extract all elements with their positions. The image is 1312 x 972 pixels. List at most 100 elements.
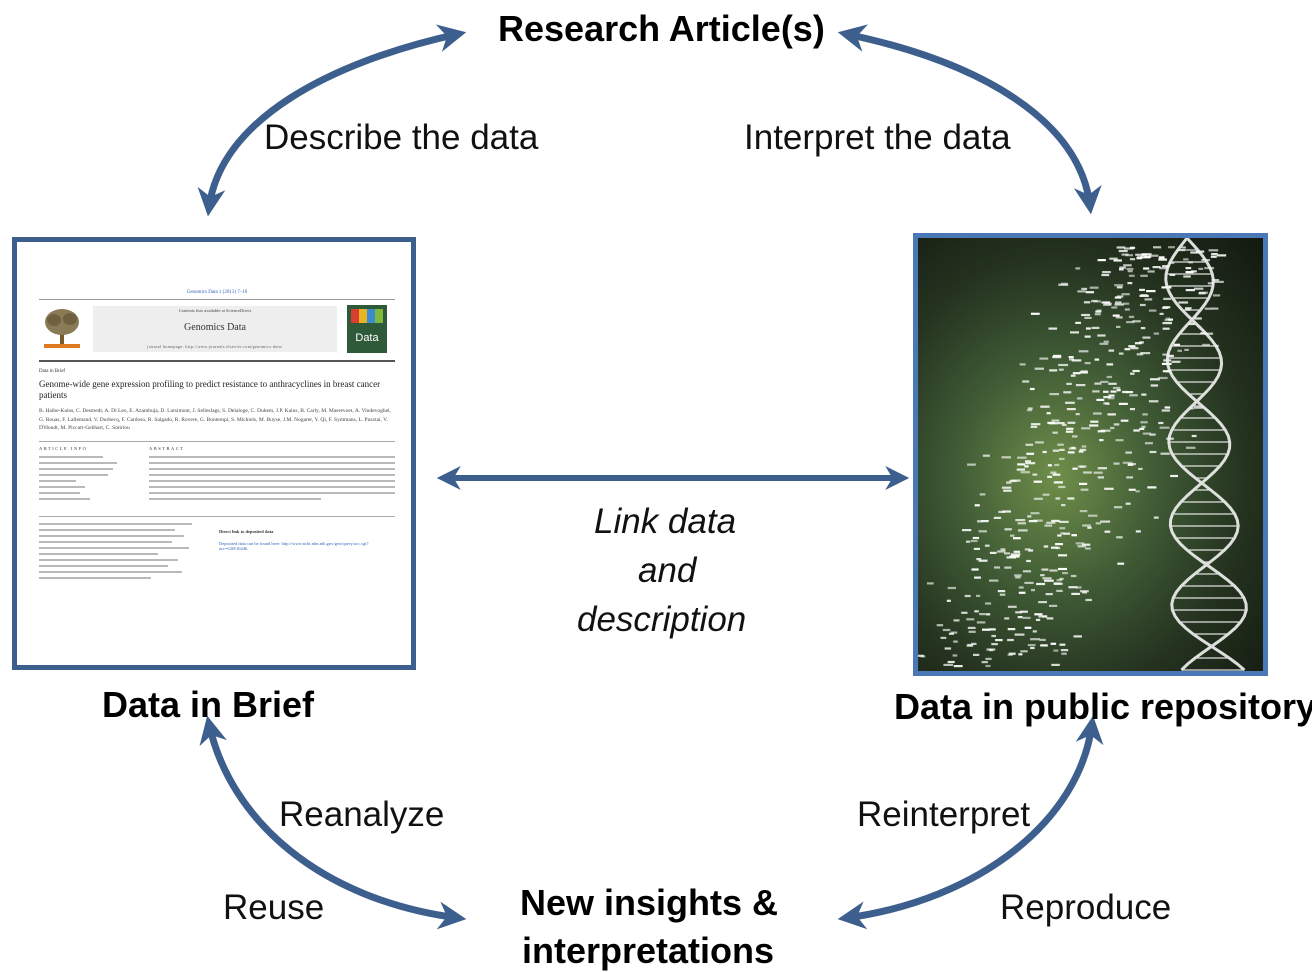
- sequence-read-tick: [953, 640, 958, 643]
- sequence-read-tick: [1081, 427, 1091, 430]
- sequence-read-tick: [1088, 514, 1098, 517]
- sequence-read-tick: [1051, 663, 1060, 666]
- sequence-read-tick: [1114, 284, 1124, 287]
- sequence-read-tick: [1135, 530, 1141, 533]
- sequence-read-tick: [1079, 448, 1087, 451]
- sequence-read-tick: [985, 657, 992, 660]
- sequence-read-tick: [968, 630, 976, 633]
- sequence-read-tick: [1147, 486, 1157, 489]
- sequence-read-tick: [1135, 253, 1145, 256]
- sequence-read-tick: [998, 510, 1005, 513]
- sequence-read-tick: [1116, 389, 1121, 392]
- sequence-read-tick: [1077, 290, 1087, 293]
- sequence-read-tick: [1150, 378, 1160, 381]
- sequence-read-tick: [1135, 490, 1140, 493]
- sequence-read-tick: [1040, 574, 1045, 577]
- sequence-read-tick: [1050, 642, 1057, 645]
- sequence-read-tick: [1124, 247, 1134, 250]
- sequence-read-tick: [1114, 303, 1124, 306]
- sequence-read-tick: [1139, 341, 1144, 344]
- sequence-read-tick: [1141, 253, 1152, 256]
- sequence-read-tick: [1042, 493, 1050, 496]
- sequence-read-tick: [1061, 652, 1067, 655]
- sequence-read-tick: [974, 610, 979, 613]
- sequence-read-tick: [1177, 349, 1182, 352]
- sequence-read-tick: [1028, 549, 1034, 552]
- doc-article-title: Genome-wide gene expression profiling to…: [39, 379, 381, 400]
- doc-journal-ref: Genomics Data 1 (2013) 7–10: [186, 290, 248, 295]
- sequence-read-tick: [1107, 413, 1116, 416]
- sequence-read-tick: [1109, 257, 1118, 260]
- sequence-read-tick: [1061, 504, 1066, 507]
- sequence-read-tick: [1096, 398, 1105, 401]
- sequence-read-tick: [1118, 402, 1128, 405]
- sequence-read-tick: [1171, 360, 1181, 363]
- sequence-read-tick: [1122, 390, 1129, 394]
- sequence-read-tick: [1087, 526, 1092, 529]
- sequence-read-tick: [1044, 524, 1053, 527]
- sequence-read-tick: [1081, 543, 1091, 546]
- elsevier-tree-icon: [44, 309, 80, 348]
- dna-helix-illustration: [918, 238, 1248, 671]
- sequence-read-tick: [1078, 350, 1089, 353]
- arrow-interpret: [837, 24, 1102, 215]
- sequence-read-tick: [1110, 426, 1115, 430]
- sequence-read-tick: [1067, 451, 1075, 454]
- sequence-read-tick: [1162, 327, 1170, 330]
- sequence-read-tick: [1148, 400, 1159, 403]
- sequence-read-tick: [1181, 246, 1186, 249]
- sequence-read-tick: [1103, 303, 1112, 306]
- doc-contents-line: Contents lists available at ScienceDirec…: [178, 308, 252, 313]
- sequence-read-tick: [1075, 384, 1086, 387]
- sequence-read-tick: [936, 624, 944, 627]
- sequence-read-tick: [1178, 301, 1189, 304]
- doc-journal-name: Genomics Data: [184, 322, 246, 333]
- sequence-read-tick: [1094, 382, 1102, 385]
- sequence-read-tick: [1105, 402, 1110, 405]
- sequence-read-tick: [974, 504, 980, 507]
- sequence-read-tick: [1000, 548, 1006, 551]
- sequence-read-tick: [1111, 306, 1118, 309]
- sequence-read-tick: [1108, 382, 1117, 385]
- doc-article-info-lines: [39, 455, 131, 504]
- sequence-read-tick: [1190, 251, 1200, 254]
- sequence-read-tick: [1191, 270, 1197, 273]
- sequence-read-tick: [1115, 316, 1123, 319]
- sequence-read-tick: [1058, 485, 1066, 489]
- sequence-read-tick: [1031, 423, 1041, 426]
- sequence-read-tick: [1125, 391, 1134, 394]
- sequence-read-tick: [985, 664, 991, 668]
- sequence-read-tick: [1143, 267, 1150, 270]
- sequence-read-tick: [1016, 468, 1026, 471]
- sequence-read-tick: [1163, 306, 1171, 309]
- sequence-read-tick: [1072, 467, 1078, 470]
- sequence-read-tick: [1128, 274, 1135, 277]
- data-in-brief-document: Genomics Data 1 (2013) 7–10 Contents lis…: [12, 237, 416, 670]
- sequence-read-tick: [1075, 542, 1085, 545]
- sequence-read-tick: [1015, 611, 1023, 614]
- sequence-read-tick: [1122, 461, 1133, 464]
- doc-section: Data in Brief: [39, 369, 66, 374]
- sequence-read-tick: [1164, 319, 1172, 322]
- sequence-read-tick: [1153, 332, 1159, 335]
- sequence-read-tick: [1124, 308, 1130, 311]
- sequence-read-tick: [1152, 266, 1161, 269]
- sequence-read-tick: [950, 631, 958, 634]
- sequence-read-tick: [1139, 288, 1145, 291]
- sequence-read-tick: [1018, 591, 1026, 594]
- sequence-read-tick: [1091, 326, 1100, 329]
- sequence-read-tick: [1160, 452, 1170, 455]
- sequence-read-tick: [1127, 270, 1133, 273]
- sequence-read-tick: [1198, 267, 1204, 270]
- sequence-read-tick: [1070, 331, 1079, 334]
- sequence-read-tick: [1080, 590, 1089, 593]
- sequence-read-tick: [1070, 374, 1076, 377]
- sequence-read-tick: [1103, 340, 1109, 343]
- sequence-read-tick: [1120, 419, 1129, 422]
- sequence-read-tick: [1193, 406, 1203, 409]
- sequence-read-tick: [1118, 249, 1128, 253]
- journal-cover-thumbnail: Data: [347, 305, 387, 353]
- sequence-read-tick: [1136, 257, 1143, 260]
- sequence-read-tick: [1033, 480, 1043, 483]
- sequence-read-tick: [1119, 266, 1126, 269]
